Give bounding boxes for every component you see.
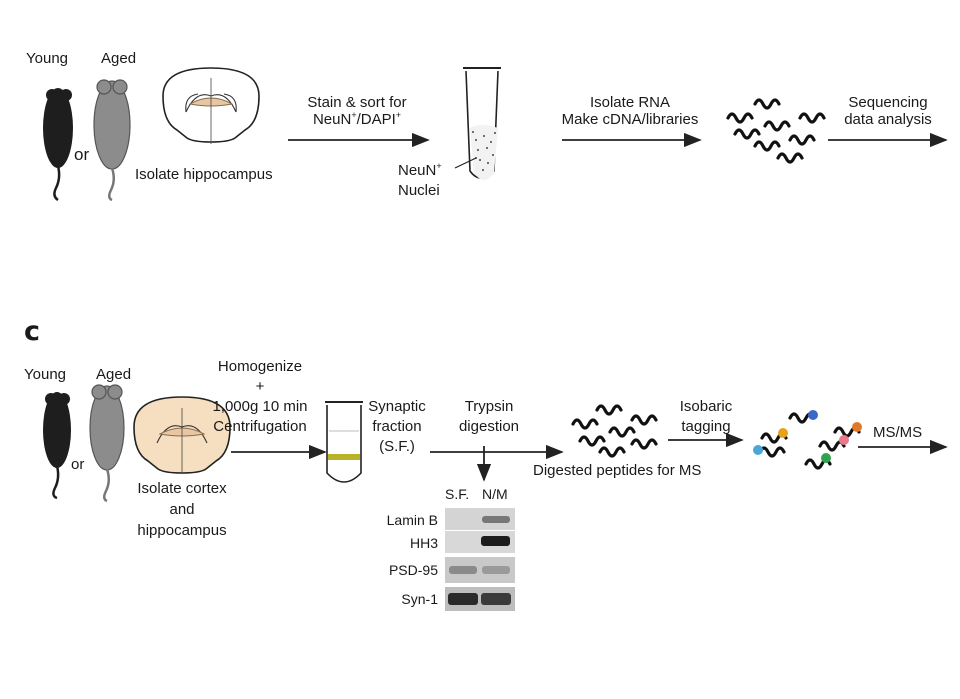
- iso-line1: Isobaric: [679, 398, 733, 415]
- stain-line1: Stain & sort for: [307, 94, 407, 111]
- sup-plus-3: +: [436, 161, 442, 171]
- tube-icon: [463, 67, 501, 180]
- isolate-cortex-label: Isolate cortex and hippocampus: [112, 478, 252, 541]
- blot-col-sf: S.F.: [445, 486, 470, 502]
- rna-line2: Make cDNA/libraries: [561, 111, 699, 128]
- dapi-text: /DAPI: [356, 111, 396, 128]
- sequencing-label: Sequencing data analysis: [832, 94, 944, 128]
- rna-fragments-icon: [726, 98, 826, 164]
- sf-line2: fraction: [372, 418, 422, 435]
- aged-mouse-icon: [89, 384, 125, 503]
- aged-label: Aged: [101, 50, 137, 67]
- panel-letter-c: c: [24, 316, 41, 347]
- isolate-hippocampus-label: Isolate hippocampus: [135, 166, 273, 183]
- young-label: Young: [24, 366, 66, 383]
- isolate-line1: Isolate cortex: [137, 480, 227, 497]
- isolate-rna-label: Isolate RNA Make cDNA/libraries: [540, 94, 720, 128]
- peptide-fragments-icon: [571, 404, 658, 458]
- blot-row-label: Lamin B: [386, 512, 438, 528]
- trypsin-line2: digestion: [458, 418, 520, 435]
- isobaric-label: Isobaric tagging: [665, 397, 747, 437]
- neun-text: NeuN: [312, 111, 352, 128]
- aged-label: Aged: [96, 366, 132, 383]
- isolate-line2: and: [169, 501, 195, 518]
- homog-line2: +: [255, 378, 265, 395]
- trypsin-label: Trypsin digestion: [444, 397, 534, 437]
- homog-line1: Homogenize: [217, 358, 303, 375]
- nuclei-line2: Nuclei: [398, 182, 440, 199]
- digested-peptides-label: Digested peptides for MS: [533, 462, 702, 479]
- trypsin-line1: Trypsin: [464, 398, 514, 415]
- nuclei-pointer: [454, 157, 477, 169]
- stain-line2: NeuN+/DAPI+: [290, 110, 424, 129]
- iso-line2: tagging: [681, 418, 731, 435]
- seq-line1: Sequencing: [848, 94, 928, 111]
- or-label: or: [71, 456, 85, 473]
- rna-line1: Isolate RNA: [589, 94, 671, 111]
- sf-line1: Synaptic: [368, 398, 426, 415]
- aged-mouse-icon: [93, 79, 131, 202]
- young-label: Young: [26, 50, 68, 67]
- nuclei-neun-text: NeuN: [398, 162, 437, 179]
- blot-row-label: HH3: [409, 535, 438, 551]
- tagged-peptides-icon: [753, 410, 862, 470]
- brain-slice-icon: [133, 396, 231, 474]
- sup-plus-2: +: [395, 110, 402, 120]
- or-label: or: [74, 145, 90, 164]
- western-blot: [445, 508, 515, 611]
- nuclei-line1: NeuN+: [398, 161, 442, 180]
- brain-slice-icon: [162, 67, 260, 144]
- fraction-tube-icon: [325, 401, 363, 483]
- synaptic-fraction-label: Synaptic fraction (S.F.): [357, 397, 437, 457]
- msms-label: MS/MS: [873, 424, 923, 441]
- stain-sort-label: Stain & sort for NeuN+/DAPI+: [290, 94, 424, 128]
- seq-line2: data analysis: [844, 111, 932, 128]
- young-mouse-icon: [43, 88, 73, 202]
- homog-line3: 1,000g 10 min: [212, 398, 308, 415]
- blot-row-label: Syn-1: [401, 591, 438, 607]
- sup-plus-1: +: [351, 110, 357, 120]
- homogenize-label: Homogenize + 1,000g 10 min Centrifugatio…: [192, 357, 328, 437]
- sf-line3: (S.F.): [379, 438, 415, 455]
- blot-row-label: PSD-95: [388, 562, 438, 578]
- isolate-line3: hippocampus: [137, 522, 227, 539]
- homog-line4: Centrifugation: [213, 418, 307, 435]
- young-mouse-icon: [43, 392, 71, 500]
- blot-col-nm: N/M: [482, 486, 508, 502]
- neun-nuclei-label: NeuN+ Nuclei: [398, 161, 442, 200]
